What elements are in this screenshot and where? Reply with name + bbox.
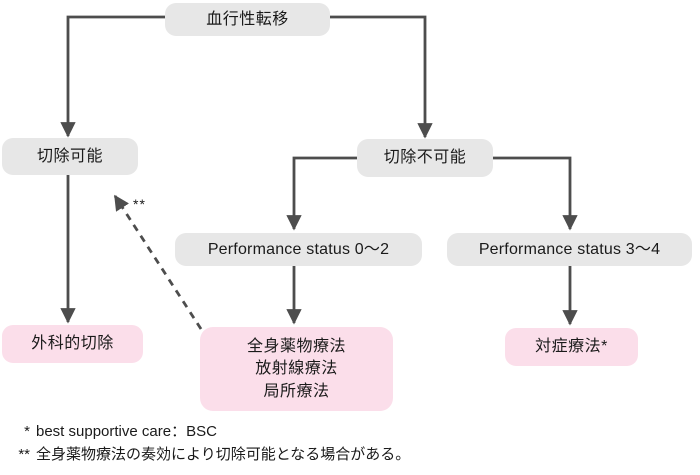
- node-label: 切除可能: [36, 147, 103, 165]
- node-label: 切除不可能: [383, 149, 467, 167]
- node-performance-status-0-2: Performance status 0〜2: [175, 233, 422, 266]
- footnotes: * best supportive care：BSC ** 全身薬物療法の奏効に…: [8, 420, 410, 466]
- node-label: 外科的切除: [31, 335, 114, 353]
- node-unresectable: 切除不可能: [357, 139, 493, 177]
- footnote-bsc: * best supportive care：BSC: [8, 420, 410, 443]
- connector-root-to-unresectable: [330, 15, 433, 139]
- connector-root-to-resectable: [60, 15, 165, 138]
- footnote-marker: **: [18, 446, 30, 463]
- node-performance-status-3-4: Performance status 3〜4: [447, 233, 692, 266]
- connector-dashed-systemic-to-resectable: [113, 194, 203, 330]
- node-surgical-resection: 外科的切除: [2, 325, 143, 363]
- node-systemic-therapy: 全身薬物療法 放射線療法 局所療法: [200, 327, 393, 411]
- footnote-marker: *: [24, 423, 30, 440]
- footnote-text: 全身薬物療法の奏効により切除可能となる場合がある。: [36, 446, 411, 463]
- node-label-line: 放射線療法: [255, 360, 338, 378]
- node-label: Performance status 3〜4: [478, 240, 661, 258]
- node-hematogenous-metastasis: 血行性転移: [165, 3, 330, 36]
- connector-unresectable-to-ps02: [286, 156, 357, 231]
- footnote-text: best supportive care：BSC: [36, 423, 217, 440]
- footnote-conversion: ** 全身薬物療法の奏効により切除可能となる場合がある。: [8, 443, 410, 466]
- node-label: 血行性転移: [206, 10, 289, 28]
- edge-label-double-asterisk: **: [133, 196, 146, 212]
- node-symptomatic-therapy: 対症療法*: [505, 328, 638, 366]
- node-resectable: 切除可能: [2, 138, 138, 175]
- connector-unresectable-to-ps34: [493, 156, 578, 231]
- node-label-stack: 全身薬物療法 放射線療法 局所療法: [247, 337, 346, 401]
- node-label: Performance status 0〜2: [207, 240, 390, 258]
- node-label: 対症療法*: [535, 338, 608, 356]
- node-label-line: 全身薬物療法: [246, 338, 346, 356]
- node-label-line: 局所療法: [263, 382, 330, 400]
